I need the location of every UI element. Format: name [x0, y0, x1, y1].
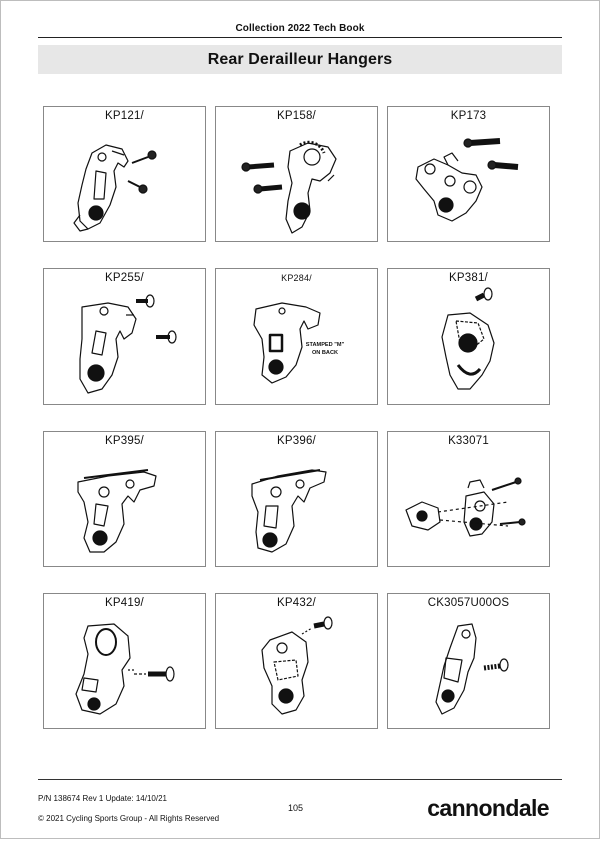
- part-cell-kp255: KP255/: [43, 268, 206, 405]
- hanger-drawing: [261, 616, 333, 715]
- copyright: © 2021 Cycling Sports Group - All Rights…: [38, 814, 220, 823]
- part-cell-kp419: KP419/: [43, 593, 206, 729]
- part-code: KP173: [450, 110, 487, 122]
- hanger-drawing: [441, 287, 495, 390]
- part-code: KP395/: [105, 435, 144, 447]
- part-cell-kp158: KP158/: [215, 106, 378, 242]
- part-cell-kp121: KP121/: [43, 106, 206, 242]
- footer-info: P/N 138674 Rev 1 Update: 14/10/21 © 2021…: [38, 789, 219, 829]
- part-code: KP432/: [277, 597, 316, 609]
- page-number: 105: [288, 803, 304, 813]
- part-cell-kp173: KP173: [387, 106, 550, 242]
- hanger-drawing: [241, 140, 337, 234]
- hanger-drawing: [77, 469, 157, 553]
- footer-rule: [38, 779, 562, 780]
- hanger-drawing: [435, 623, 509, 715]
- brand-logo: cannondale: [427, 795, 549, 821]
- stamp-note-line1: STAMPED "M": [305, 342, 345, 348]
- part-cell-kp432: KP432/: [215, 593, 378, 729]
- part-code: KP284/: [281, 273, 312, 283]
- parts-grid: KP121/ KP158/ KP173: [43, 106, 550, 729]
- hanger-drawing: [79, 294, 177, 394]
- part-code: CK3057U00OS: [427, 597, 510, 609]
- part-code: KP381/: [449, 272, 488, 284]
- running-header: Collection 2022 Tech Book: [235, 23, 365, 34]
- header-rule: [38, 37, 562, 38]
- part-code: KP255/: [105, 272, 144, 284]
- part-cell-kp395: KP395/: [43, 431, 206, 567]
- page-title: Rear Derailleur Hangers: [207, 50, 393, 68]
- part-cell-kp396: KP396/: [215, 431, 378, 567]
- part-code: KP396/: [277, 435, 316, 447]
- part-code: KP419/: [105, 597, 144, 609]
- part-code: KP158/: [277, 110, 316, 122]
- hanger-drawing: [415, 138, 519, 222]
- hanger-drawing: [73, 144, 157, 232]
- part-cell-kp284: KP284/ STAMPED "M" ON BACK: [215, 268, 378, 405]
- stamp-note: STAMPED "M" ON BACK: [295, 341, 355, 357]
- part-code: K33071: [448, 435, 489, 447]
- stamp-note-line2: ON BACK: [311, 350, 339, 356]
- part-cell-k33071: K33071: [387, 431, 550, 567]
- hanger-drawing: [405, 477, 526, 537]
- part-code: KP121/: [105, 110, 144, 122]
- hanger-drawing: [75, 623, 175, 715]
- hanger-drawing: [253, 302, 321, 384]
- part-cell-ck3057u00os: CK3057U00OS: [387, 593, 550, 729]
- part-cell-kp381: KP381/: [387, 268, 550, 405]
- part-number: P/N 138674 Rev 1 Update: 14/10/21: [38, 794, 167, 803]
- title-band: Rear Derailleur Hangers: [38, 45, 562, 74]
- hanger-drawing: [251, 469, 327, 553]
